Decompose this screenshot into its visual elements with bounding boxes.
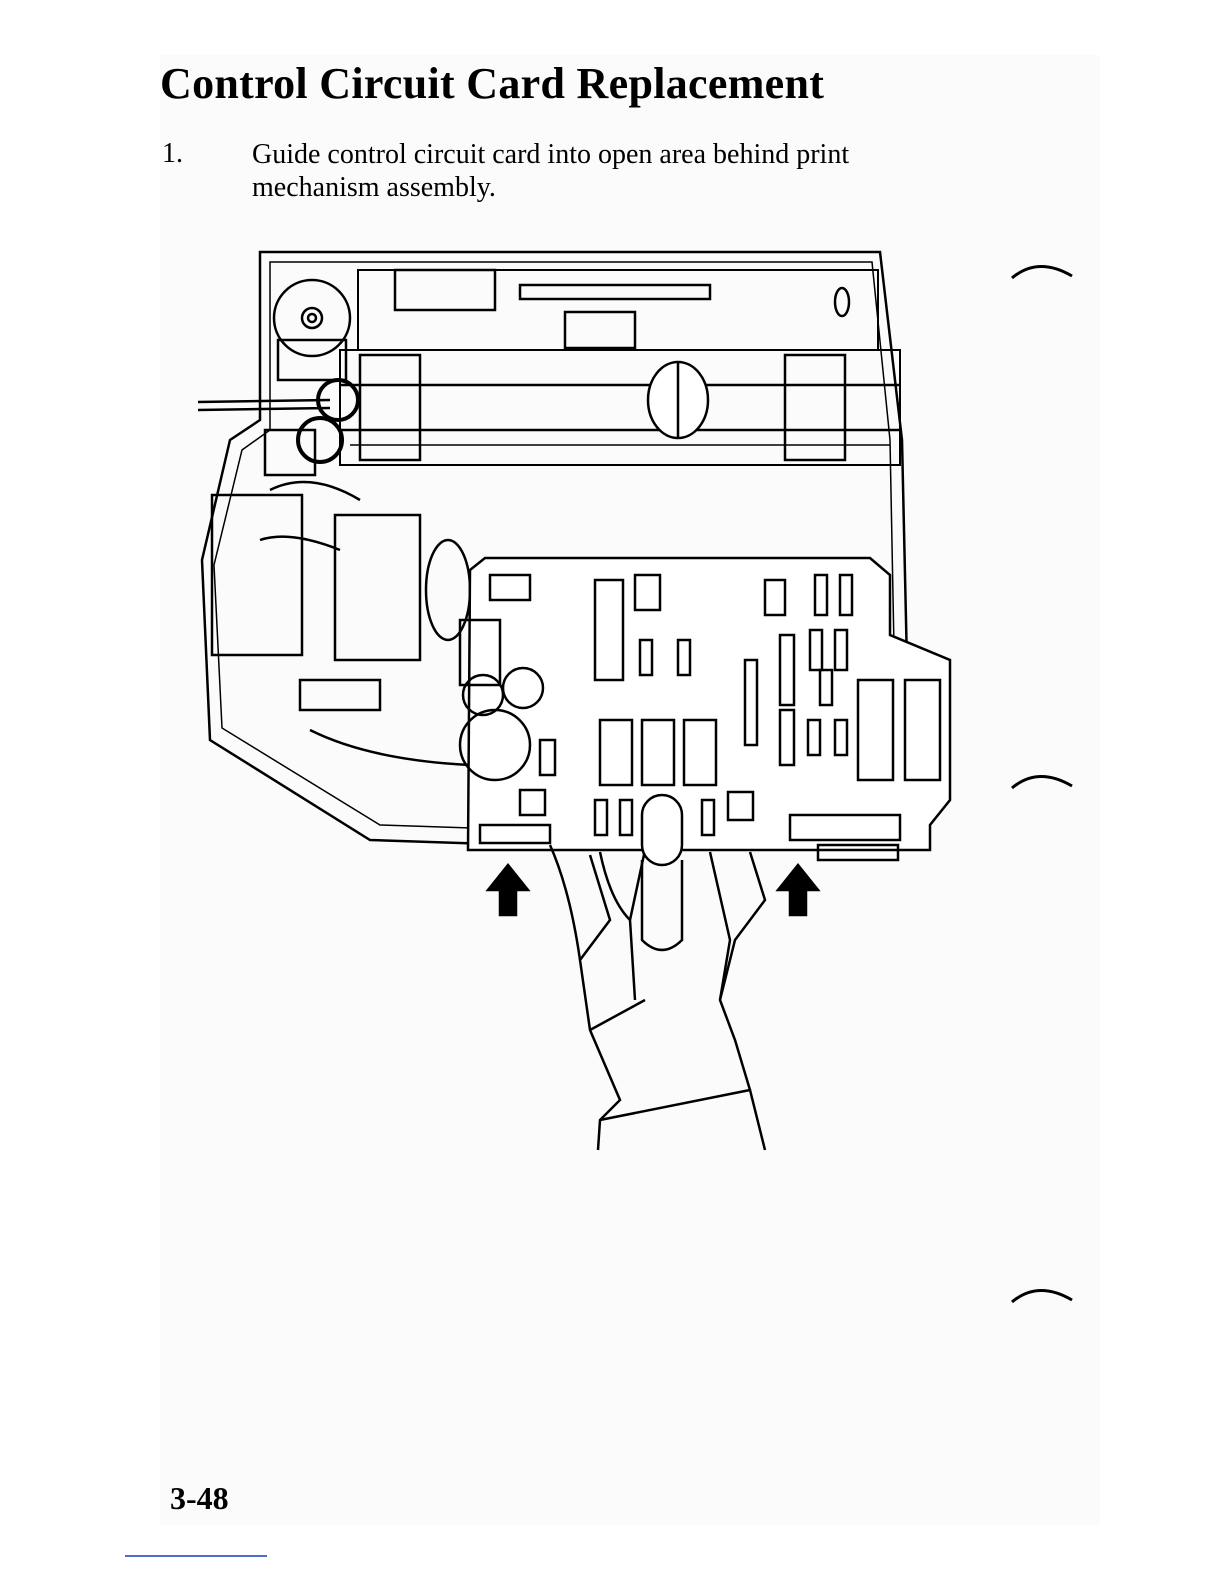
step-number: 1. [162, 138, 183, 170]
up-arrow-left [488, 865, 528, 915]
printer-illustration [190, 240, 970, 1210]
page-title: Control Circuit Card Replacement [160, 58, 824, 109]
control-circuit-card [460, 558, 950, 860]
motor-gear-assembly [198, 280, 358, 475]
footer-rule [125, 1555, 267, 1557]
step-text: Guide control circuit card into open are… [252, 138, 942, 204]
binder-ring-mark [1008, 762, 1078, 792]
page-number: 3-48 [170, 1480, 229, 1517]
binder-ring-mark [1008, 252, 1078, 282]
power-supply [212, 482, 470, 765]
up-arrow-right [778, 865, 818, 915]
binder-ring-mark [1008, 1276, 1078, 1306]
print-mechanism [340, 270, 900, 465]
